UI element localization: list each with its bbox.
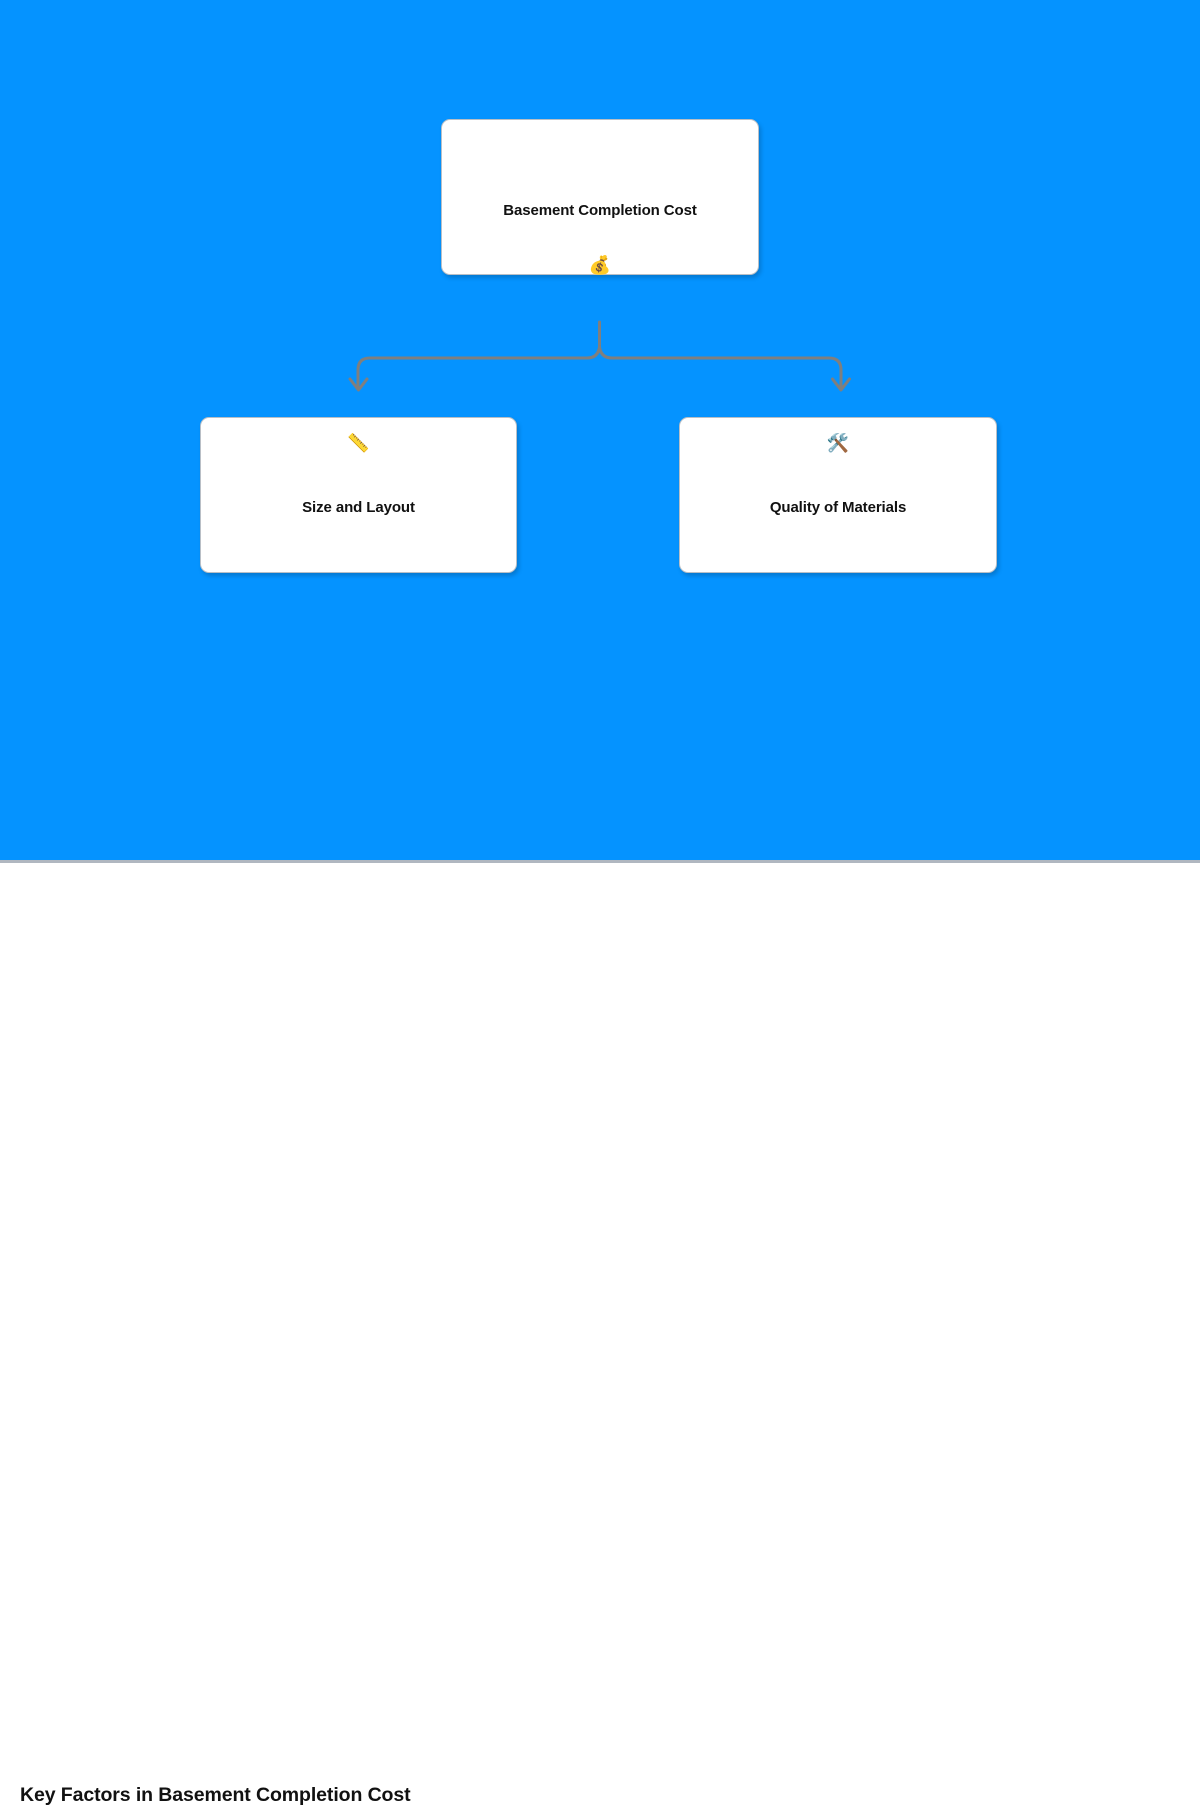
- caption-title: Key Factors in Basement Completion Cost: [20, 1784, 411, 1806]
- diagram-node-size-layout-label: Size and Layout: [302, 499, 415, 516]
- straight-ruler-icon: 📏: [347, 433, 370, 454]
- diagram-node-quality-materials[interactable]: 🛠️ Quality of Materials: [679, 417, 997, 573]
- hammer-and-wrench-icon: 🛠️: [826, 433, 850, 454]
- diagram-node-size-layout[interactable]: 📏 Size and Layout: [200, 417, 517, 573]
- arrowhead-right-icon: [831, 377, 851, 392]
- diagram-node-quality-materials-label: Quality of Materials: [769, 499, 907, 516]
- diagram-canvas: 💰 Basement Completion Cost 📏 Size and La…: [0, 0, 1200, 860]
- canvas-divider: [0, 860, 1200, 863]
- arrowhead-left-icon: [348, 377, 369, 392]
- diagram-node-root[interactable]: 💰 Basement Completion Cost: [441, 119, 759, 275]
- money-bag-icon: 💰: [588, 255, 612, 276]
- connector-edge-left: [356, 345, 601, 390]
- diagram-node-root-label: Basement Completion Cost: [503, 202, 697, 219]
- connector-edge-right: [598, 345, 843, 390]
- caption-area: Key Factors in Basement Completion Cost: [0, 863, 1200, 1806]
